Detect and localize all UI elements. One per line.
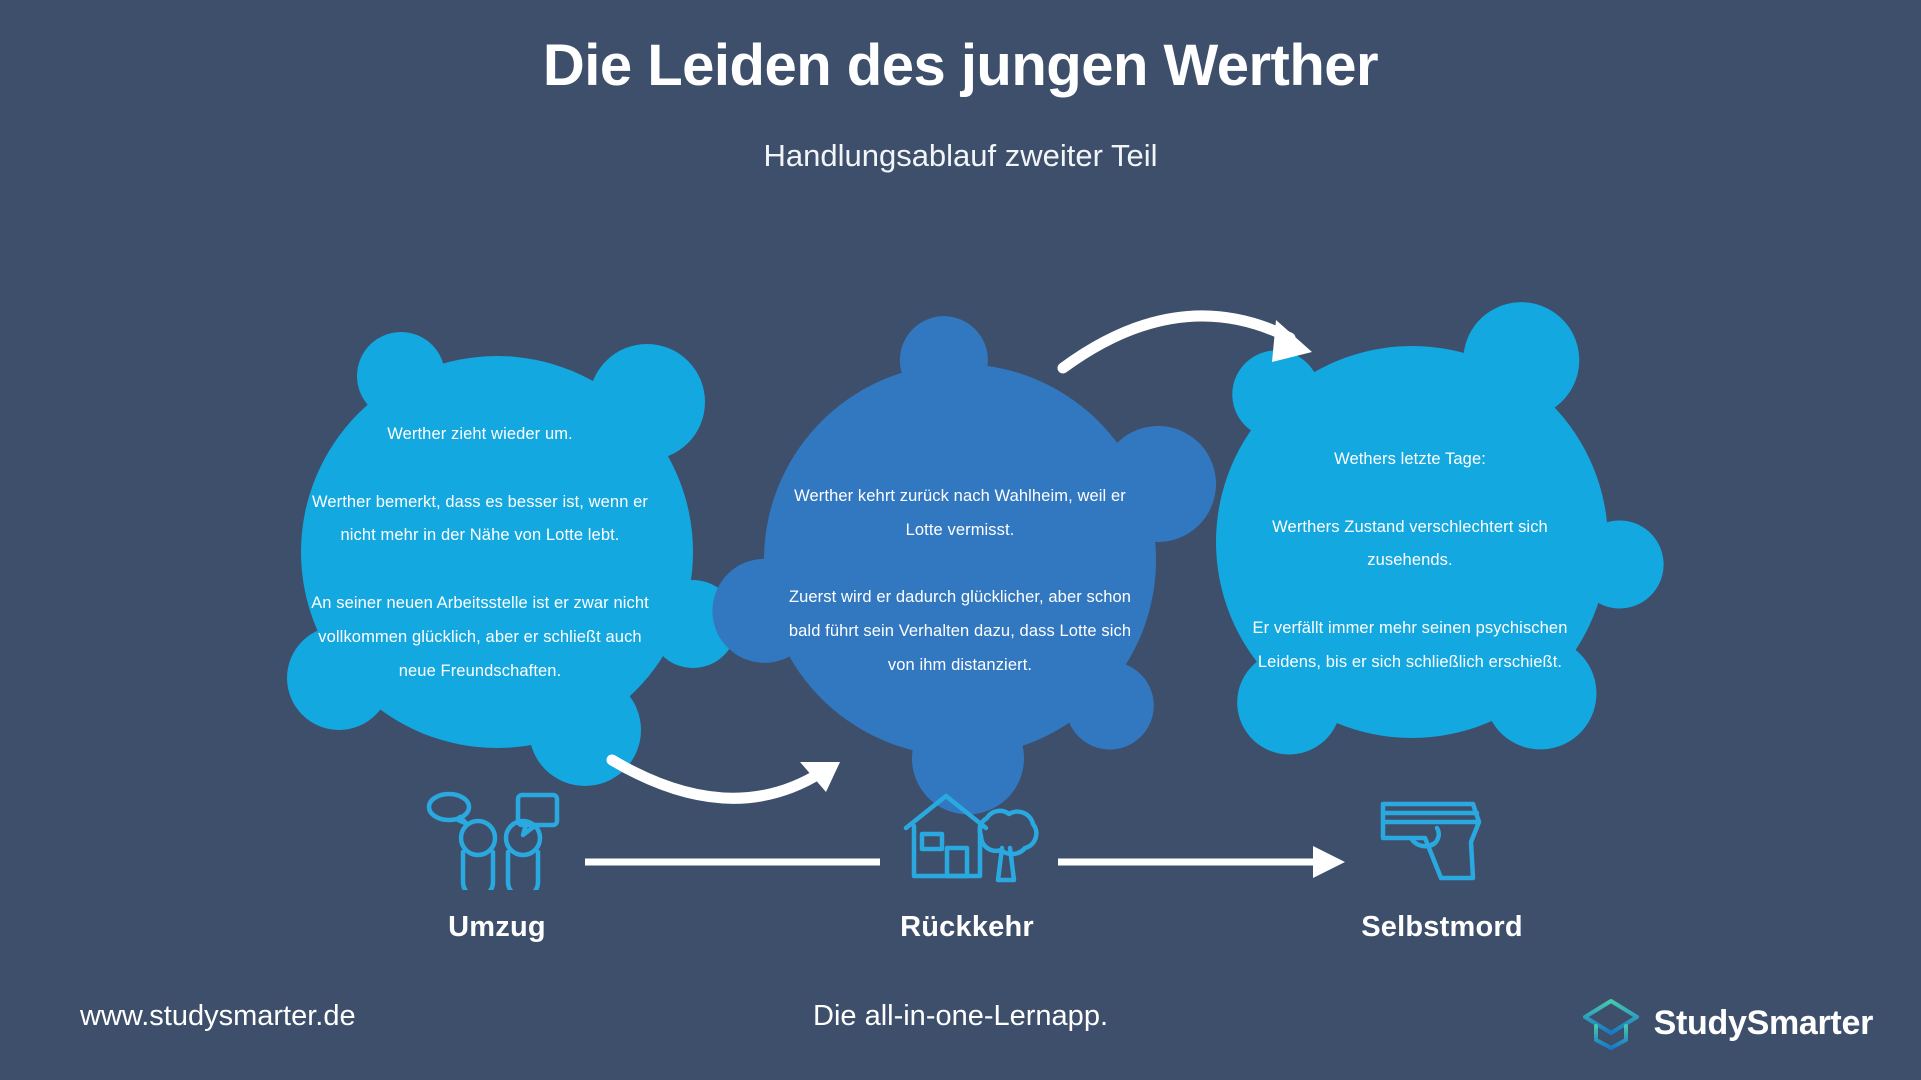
brand-name: StudySmarter [1653, 1003, 1874, 1042]
brand-lockup: StudySmarter [1580, 996, 1873, 1050]
two-people-speech-bubbles-icon [426, 791, 560, 890]
step-label-selbstmord: Selbstmord [1361, 911, 1523, 943]
page-title: Die Leiden des jungen Werther [542, 33, 1379, 98]
arrow-bubble-2-to-3 [1057, 310, 1312, 374]
step-selbstmord: Selbstmord [1322, 785, 1562, 944]
arrow-step-2-to-3 [1058, 846, 1345, 878]
icon-wrap-rueckkehr [847, 785, 1087, 895]
step-umzug: Umzug [377, 785, 617, 944]
graduation-cap-logo-icon [1582, 999, 1639, 1050]
step-label-umzug: Umzug [448, 911, 546, 943]
pistol-icon [1380, 801, 1482, 881]
bubble-2-text: Werther kehrt zurück nach Wahlheim, weil… [788, 487, 1132, 675]
footer-url[interactable]: www.studysmarter.de [80, 1000, 356, 1032]
icon-wrap-umzug [377, 785, 617, 895]
footer-tagline: Die all-in-one-Lernapp. [813, 1000, 1108, 1032]
bubble-1-text: Werther zieht wieder um. Werther bemerkt… [311, 425, 649, 680]
house-with-tree-icon [903, 793, 1039, 883]
step-label-rueckkehr: Rückkehr [900, 911, 1034, 943]
arrow-bubble-1-to-2 [606, 754, 840, 804]
page-subtitle: Handlungsablauf zweiter Teil [763, 138, 1158, 173]
bubble-3-text: Wethers letzte Tage: Werthers Zustand ve… [1252, 450, 1568, 671]
step-rueckkehr: Rückkehr [847, 785, 1087, 944]
icon-wrap-selbstmord [1322, 785, 1562, 895]
